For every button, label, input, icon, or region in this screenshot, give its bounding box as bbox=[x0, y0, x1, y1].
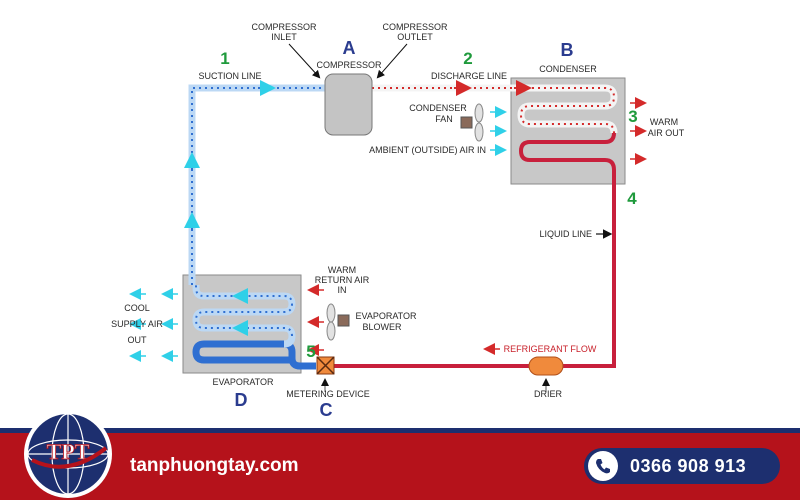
label-compressor-inlet-1: COMPRESSOR bbox=[251, 22, 317, 32]
refrigeration-cycle-diagram: COMPRESSOR INLET COMPRESSOR OUTLET COMPR… bbox=[111, 22, 685, 420]
condenser-box bbox=[510, 77, 626, 185]
label-liquid-line: LIQUID LINE bbox=[539, 229, 592, 239]
label-compressor: COMPRESSOR bbox=[316, 60, 382, 70]
label-warm-air-out-1: WARM bbox=[650, 117, 678, 127]
label-compressor-outlet-1: COMPRESSOR bbox=[382, 22, 448, 32]
label-suction-line: SUCTION LINE bbox=[198, 71, 261, 81]
step-number-2: 2 bbox=[463, 49, 472, 68]
label-cool-2: SUPPLY AIR bbox=[111, 319, 163, 329]
component-letter-d: D bbox=[235, 390, 248, 410]
logo-text: TPT bbox=[47, 439, 90, 464]
phone-contact-button[interactable]: 0366 908 913 bbox=[584, 448, 780, 484]
label-warm-return-air-in-2: RETURN AIR bbox=[315, 275, 370, 285]
label-discharge-line: DISCHARGE LINE bbox=[431, 71, 507, 81]
footer-stripe bbox=[0, 428, 800, 433]
label-ambient-air-in: AMBIENT (OUTSIDE) AIR IN bbox=[369, 145, 486, 155]
label-warm-return-air-in-1: WARM bbox=[328, 265, 356, 275]
phone-number: 0366 908 913 bbox=[630, 456, 747, 476]
label-refrigerant-flow: REFRIGERANT FLOW bbox=[504, 344, 597, 354]
compressor-unit bbox=[324, 73, 373, 136]
label-evaporator-blower-1: EVAPORATOR bbox=[355, 311, 417, 321]
phone-icon bbox=[588, 451, 618, 481]
step-number-1: 1 bbox=[220, 49, 229, 68]
label-warm-return-air-in-3: IN bbox=[338, 285, 347, 295]
label-cool-3: OUT bbox=[128, 335, 148, 345]
evaporator-blower-icon bbox=[326, 303, 350, 341]
component-letter-a: A bbox=[343, 38, 356, 58]
label-evaporator: EVAPORATOR bbox=[212, 377, 274, 387]
step-number-5: 5 bbox=[306, 342, 315, 361]
label-condenser-fan-2: FAN bbox=[435, 114, 453, 124]
label-evaporator-blower-2: BLOWER bbox=[362, 322, 402, 332]
step-number-3: 3 bbox=[628, 107, 637, 126]
label-warm-air-out-2: AIR OUT bbox=[648, 128, 685, 138]
label-condenser: CONDENSER bbox=[539, 64, 597, 74]
label-metering-device: METERING DEVICE bbox=[286, 389, 370, 399]
label-compressor-outlet-2: OUTLET bbox=[397, 32, 433, 42]
condenser-fan-icon bbox=[460, 103, 484, 142]
component-letter-c: C bbox=[320, 400, 333, 420]
label-drier: DRIER bbox=[534, 389, 563, 399]
evaporator-coil-vapor bbox=[192, 285, 296, 348]
website-link[interactable]: tanphuongtay.com bbox=[130, 455, 299, 476]
label-condenser-fan-1: CONDENSER bbox=[409, 103, 467, 113]
company-logo-icon: TPT bbox=[24, 410, 112, 498]
condenser-coil-liquid bbox=[518, 132, 616, 368]
step-number-4: 4 bbox=[627, 189, 637, 208]
component-letter-b: B bbox=[561, 40, 574, 60]
label-compressor-inlet-2: INLET bbox=[271, 32, 297, 42]
suction-line-pipe bbox=[188, 84, 326, 285]
drier bbox=[528, 356, 564, 376]
label-cool-1: COOL bbox=[124, 303, 150, 313]
